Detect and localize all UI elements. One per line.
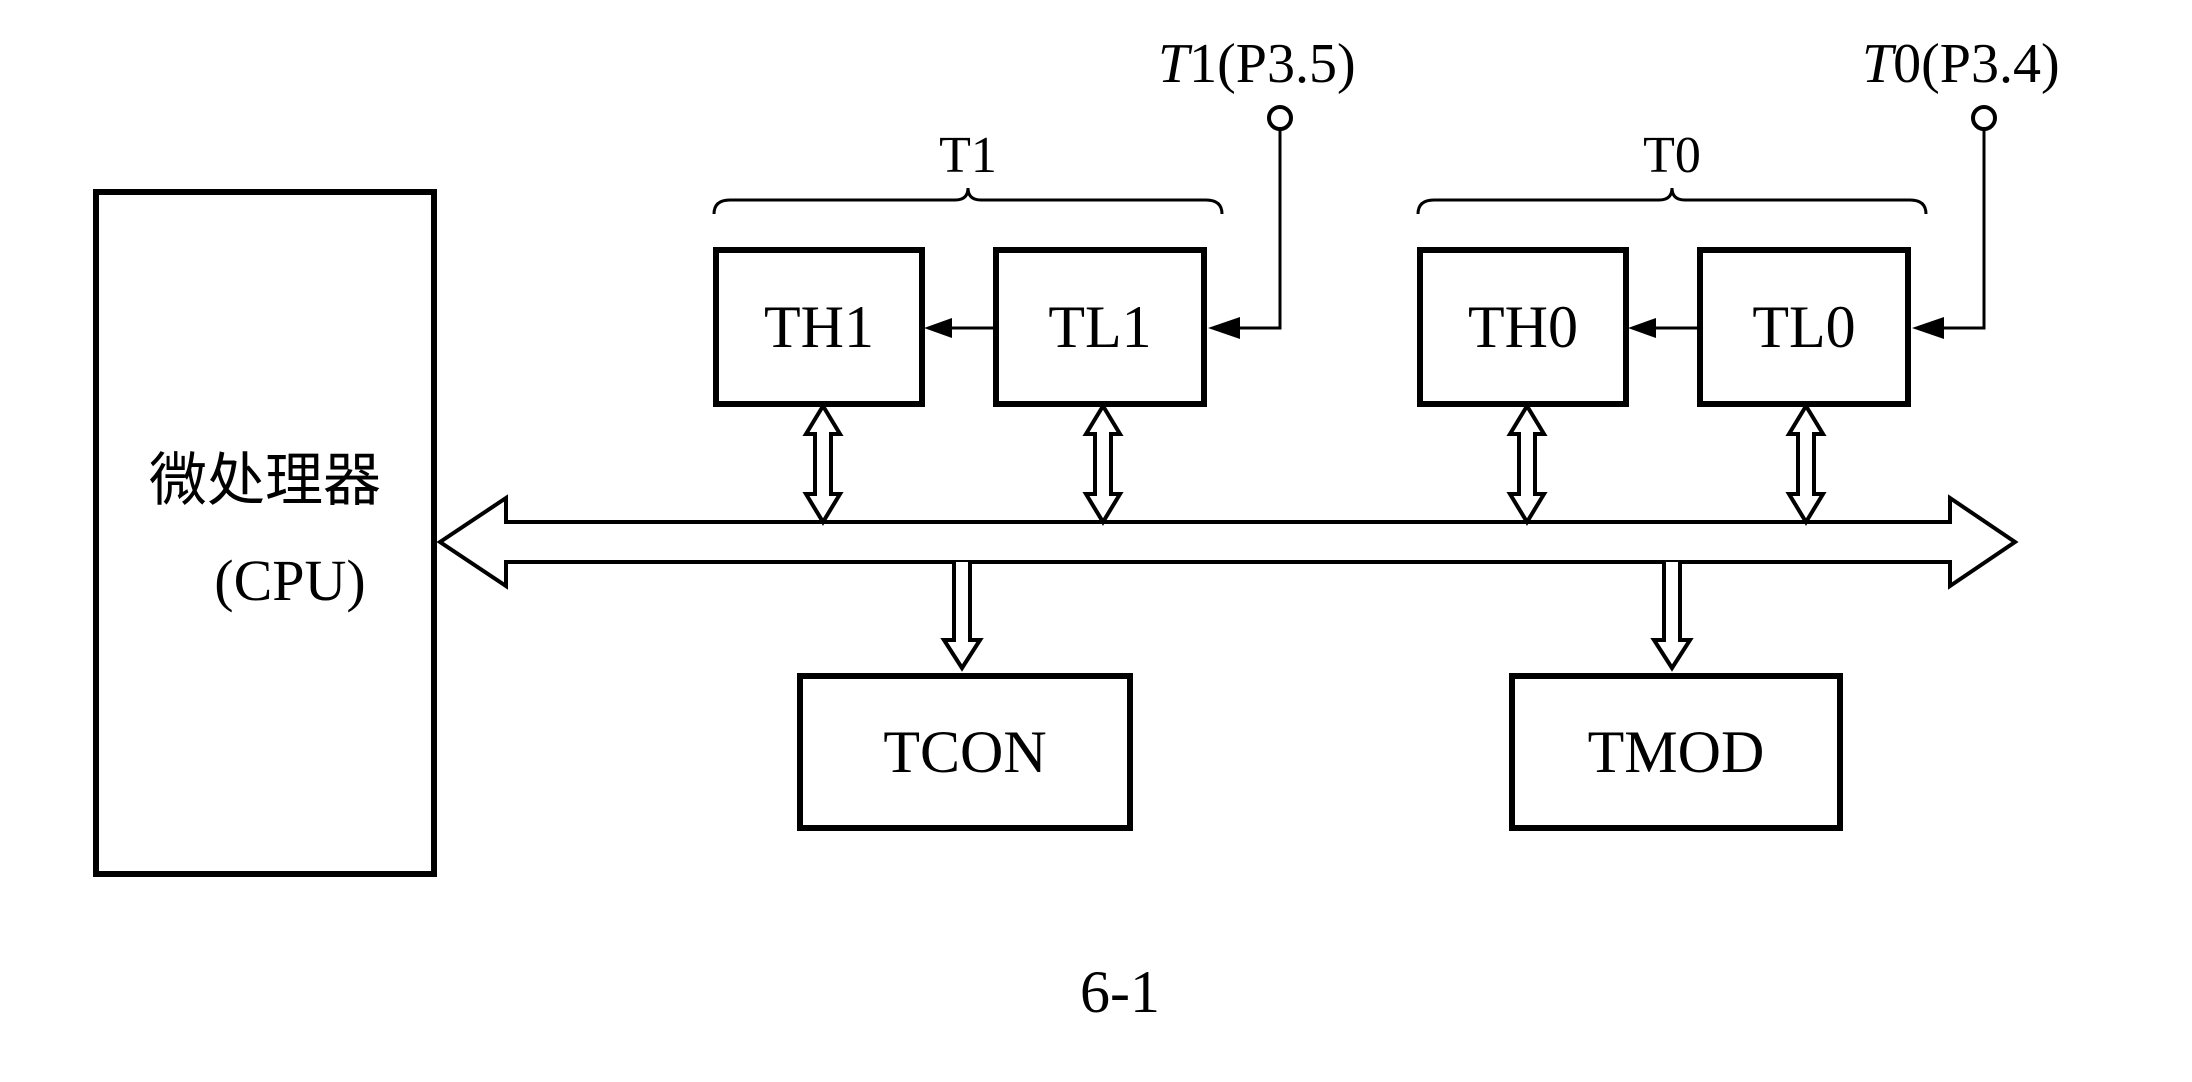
th0-register [1417,247,1629,407]
th1-bus-link [802,402,844,526]
t0-pin-arrowhead [1912,317,1944,339]
figure-caption: 6-1 [1080,959,1160,1025]
t1-pin-arrowhead [1208,317,1240,339]
tcon-register [797,673,1133,831]
timer1-group: T1 TH1 TL1 T1(P3.5) [712,33,1356,526]
control-registers: TCON TMOD [797,562,1843,831]
t1-pin-wire [1238,129,1282,330]
cpu-block: 微处理器 (CPU) [93,189,437,877]
tl1-bus-link [1082,402,1124,526]
t0-pin-terminal [1971,105,1997,131]
timer0-brace [1416,187,1928,215]
tcon-label: TCON [883,719,1046,785]
tl1-label: TL1 [1048,294,1151,360]
cpu-label-en: (CPU) [214,548,365,613]
timer1-label: T1 [939,127,997,184]
t1-pin-label: T1(P3.5) [1158,33,1356,95]
th0-label: TH0 [1468,294,1578,360]
internal-bus [436,494,2019,590]
tl1-to-th1-arrowhead [924,318,952,338]
timer1-brace [712,187,1224,215]
t1-pin-terminal [1267,105,1293,131]
tl0-label: TL0 [1752,294,1855,360]
th0-bus-link [1506,402,1548,526]
tcon-bus-link [940,562,984,672]
timer0-group: T0 TH0 TL0 T0(P3.4) [1416,33,2060,526]
t0-pin-wire [1942,129,1986,330]
th1-register [713,247,925,407]
t0-pin-label: T0(P3.4) [1862,33,2060,95]
tmod-label: TMOD [1588,719,1765,785]
timer0-label: T0 [1643,127,1701,184]
tl0-bus-link [1785,402,1827,526]
tl1-register [993,247,1207,407]
tl0-to-th0-arrowhead [1628,318,1656,338]
tl0-register [1697,247,1911,407]
tmod-register [1509,673,1843,831]
th1-label: TH1 [764,294,874,360]
cpu-label-cn: 微处理器 [149,446,381,514]
tmod-bus-link [1650,562,1694,672]
